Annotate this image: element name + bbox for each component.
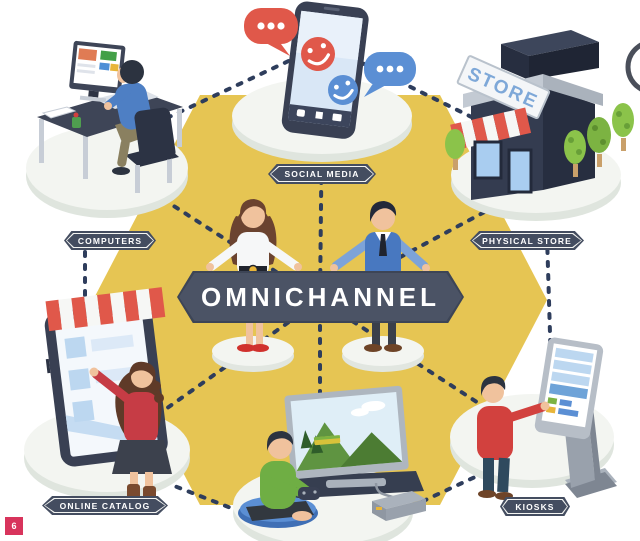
gamer-figure	[238, 431, 320, 528]
label-computers: COMPUTERS	[64, 231, 156, 250]
kiosks-label: KIOSKS	[515, 501, 555, 512]
omnichannel-banner: OMNICHANNEL	[177, 271, 464, 323]
notepad-icon	[41, 106, 77, 119]
label-social-media: SOCIAL MEDIA	[268, 164, 376, 184]
game-console-icon	[372, 482, 426, 521]
label-online-catalog: ONLINE CATALOG	[42, 496, 168, 515]
store-door	[507, 148, 533, 194]
page-edge-ring-icon	[625, 42, 640, 92]
trees-icon	[445, 103, 634, 177]
page-number: 6	[11, 521, 17, 531]
store-building-icon: STORE	[450, 30, 603, 200]
center-woman-figure	[206, 199, 302, 372]
speech-bubble-red-icon	[244, 8, 298, 56]
social-media-node-illustration	[232, 1, 416, 162]
banner-title: OMNICHANNEL	[201, 281, 440, 312]
social-media-label: SOCIAL MEDIA	[284, 169, 360, 179]
laughing-emoji-blue-icon	[328, 75, 358, 105]
center-man-figure	[330, 201, 430, 372]
physical-store-label: PHYSICAL STORE	[482, 235, 572, 246]
tv-screen-icon	[284, 385, 409, 480]
label-kiosks: KIOSKS	[500, 497, 570, 516]
seated-user-figure	[104, 60, 179, 193]
tv-stand-slot	[325, 478, 387, 488]
kiosk-user-figure	[477, 376, 550, 500]
kiosk-terminal-icon	[534, 337, 617, 498]
laughing-emoji-red-icon	[301, 37, 335, 71]
gaming-tv-node-illustration	[233, 385, 426, 541]
label-physical-store: PHYSICAL STORE	[470, 231, 584, 250]
physical-store-node-illustration: STORE	[445, 30, 634, 221]
gamepad-icon	[298, 487, 320, 500]
kiosks-node-illustration	[450, 337, 617, 500]
online-catalog-label: ONLINE CATALOG	[59, 500, 151, 511]
online-catalog-node-illustration	[24, 287, 190, 502]
speech-bubble-blue-icon	[364, 52, 416, 97]
computers-label: COMPUTERS	[77, 235, 143, 246]
store-window	[473, 140, 503, 180]
computers-node-illustration	[26, 40, 188, 218]
desktop-monitor-icon	[69, 40, 126, 103]
page-number-badge: 6	[5, 517, 23, 535]
cup-icon	[72, 112, 81, 128]
catalog-awning-icon	[45, 287, 166, 332]
